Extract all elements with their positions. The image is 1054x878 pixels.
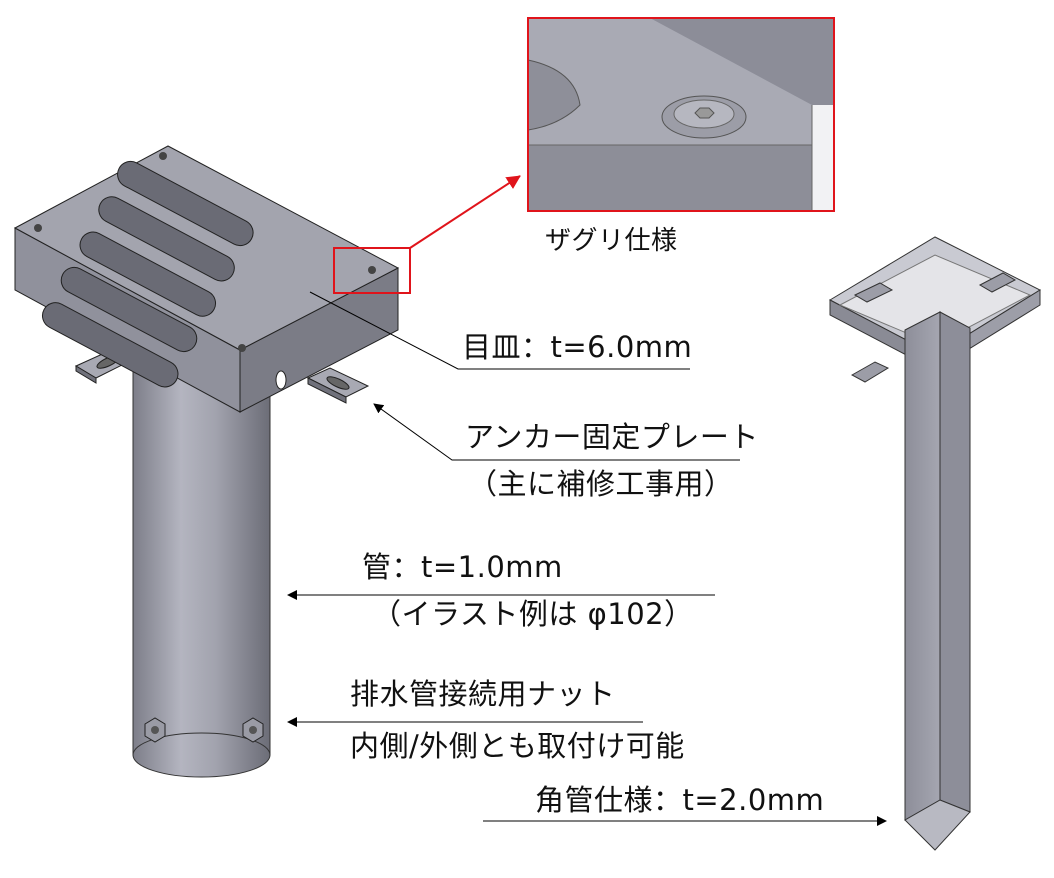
- grate-plate: [13, 145, 400, 413]
- callout-arrow: [409, 175, 521, 249]
- nut-label: 排水管接続用ナット: [350, 677, 616, 711]
- pipe-thickness-label: 管：t=1.0mm: [362, 550, 563, 584]
- nut-icon: [144, 717, 264, 743]
- square-pipe-label: 角管仕様：t=2.0mm: [535, 783, 825, 817]
- detail-caption: ザグリ仕様: [545, 226, 678, 256]
- round-pipe: [132, 359, 271, 778]
- grate-thickness-label: 目皿：t=6.0mm: [462, 330, 693, 364]
- leader-lines: [287, 291, 887, 826]
- anchor-plate-label: アンカー固定プレート: [465, 420, 759, 454]
- highlight-box: [333, 247, 411, 294]
- square-pipe-assembly: [828, 236, 1042, 851]
- pipe-diameter-note: （イラスト例は φ102）: [372, 597, 694, 631]
- nut-note: 内側/外側とも取付け可能: [350, 729, 685, 763]
- counterbore-detail-image: [527, 17, 835, 212]
- anchor-plate-note: （主に補修工事用）: [468, 467, 734, 501]
